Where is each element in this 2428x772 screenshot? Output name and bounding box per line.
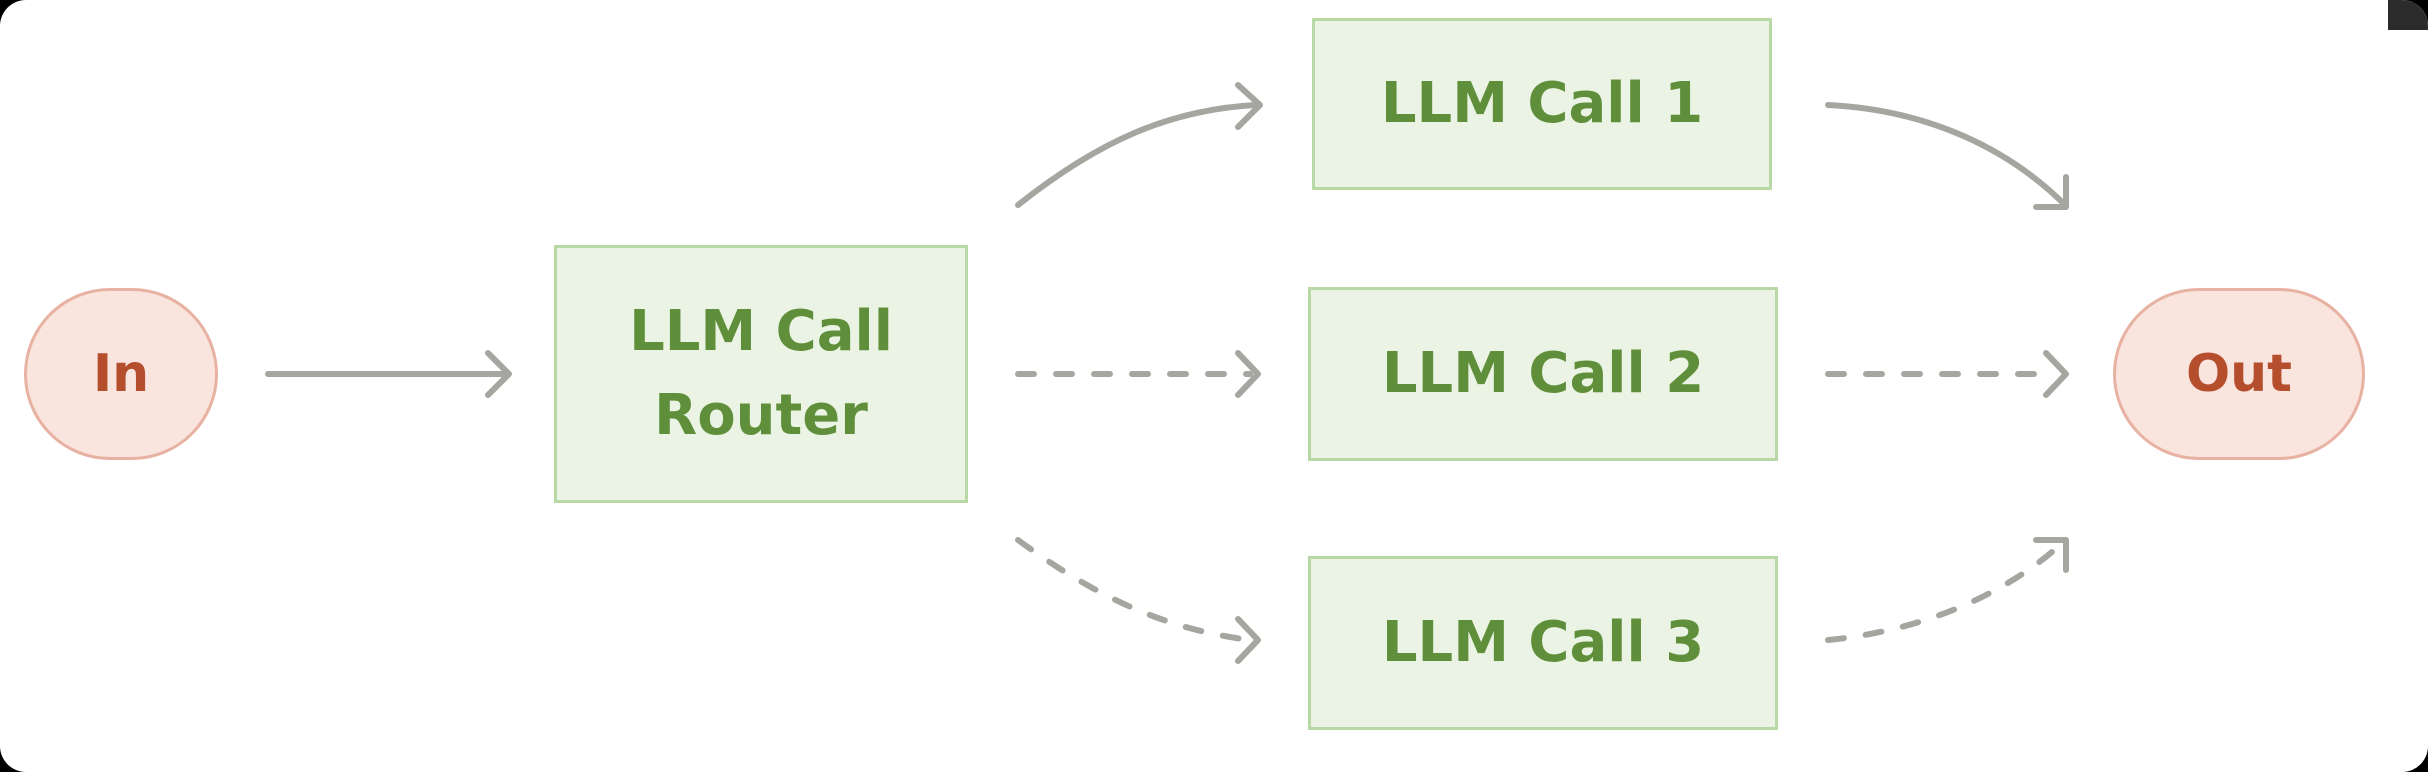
router-node-label: LLM Call Router <box>629 290 893 458</box>
output-node-label: Out <box>2185 344 2293 404</box>
llm-call-3-label: LLM Call 3 <box>1381 610 1705 675</box>
arrow-call-1-to-out <box>1825 102 2069 210</box>
llm-call-1-node: LLM Call 1 <box>1312 18 1772 190</box>
arrow-in-to-router <box>265 350 512 398</box>
arrow-router-to-call-3 <box>1015 537 1261 664</box>
arrow-router-to-call-1 <box>1015 82 1263 208</box>
llm-call-3-node: LLM Call 3 <box>1308 556 1778 730</box>
router-node: LLM Call Router <box>554 245 968 503</box>
arrow-router-to-call-2 <box>1015 350 1261 398</box>
output-node: Out <box>2113 288 2365 460</box>
arrow-call-2-to-out <box>1825 350 2069 398</box>
llm-call-2-node: LLM Call 2 <box>1308 287 1778 461</box>
arrow-call-3-to-out <box>1825 537 2069 643</box>
router-label-line-1: LLM Call <box>629 299 893 364</box>
llm-call-2-label: LLM Call 2 <box>1381 341 1705 406</box>
llm-call-1-label: LLM Call 1 <box>1380 71 1704 136</box>
input-node: In <box>24 288 218 460</box>
input-node-label: In <box>92 344 150 404</box>
router-label-line-2: Router <box>654 383 868 448</box>
